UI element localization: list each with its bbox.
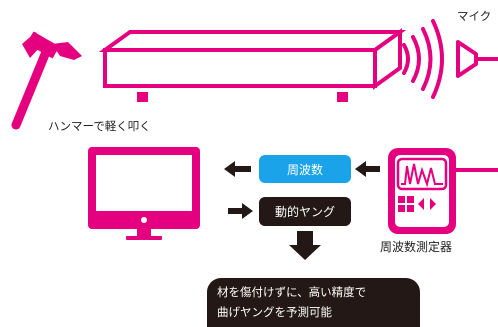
beam-support-left <box>137 92 148 102</box>
sound-wave-icon <box>402 19 444 99</box>
result-line-1: 材を傷付けずに、高い精度で <box>217 285 367 299</box>
mic-label: マイク <box>457 9 492 23</box>
frequency-box: 周波数 <box>259 155 351 183</box>
arrow-monitor-to-young <box>228 203 253 219</box>
monitor-icon <box>88 147 200 240</box>
beam-support-right <box>337 92 348 102</box>
hammer-icon <box>11 31 82 130</box>
dynamic-young-box: 動的ヤング <box>259 197 351 226</box>
dynamic-young-label: 動的ヤング <box>274 205 335 219</box>
timber-beam <box>98 28 407 90</box>
result-line-2: 曲げヤングを予測可能 <box>217 305 332 319</box>
frequency-label: 周波数 <box>286 162 323 177</box>
hammer-label: ハンマーで軽く叩く <box>48 119 151 133</box>
meter-label: 周波数測定器 <box>380 240 453 254</box>
frequency-meter-icon <box>388 148 456 234</box>
result-box: 材を傷付けずに、高い精度で 曲げヤングを予測可能 <box>207 278 420 327</box>
arrow-young-to-result <box>289 231 321 260</box>
arrow-meter-to-frequency <box>355 161 380 177</box>
microphone-icon <box>456 40 498 78</box>
arrow-frequency-to-monitor <box>224 161 251 177</box>
